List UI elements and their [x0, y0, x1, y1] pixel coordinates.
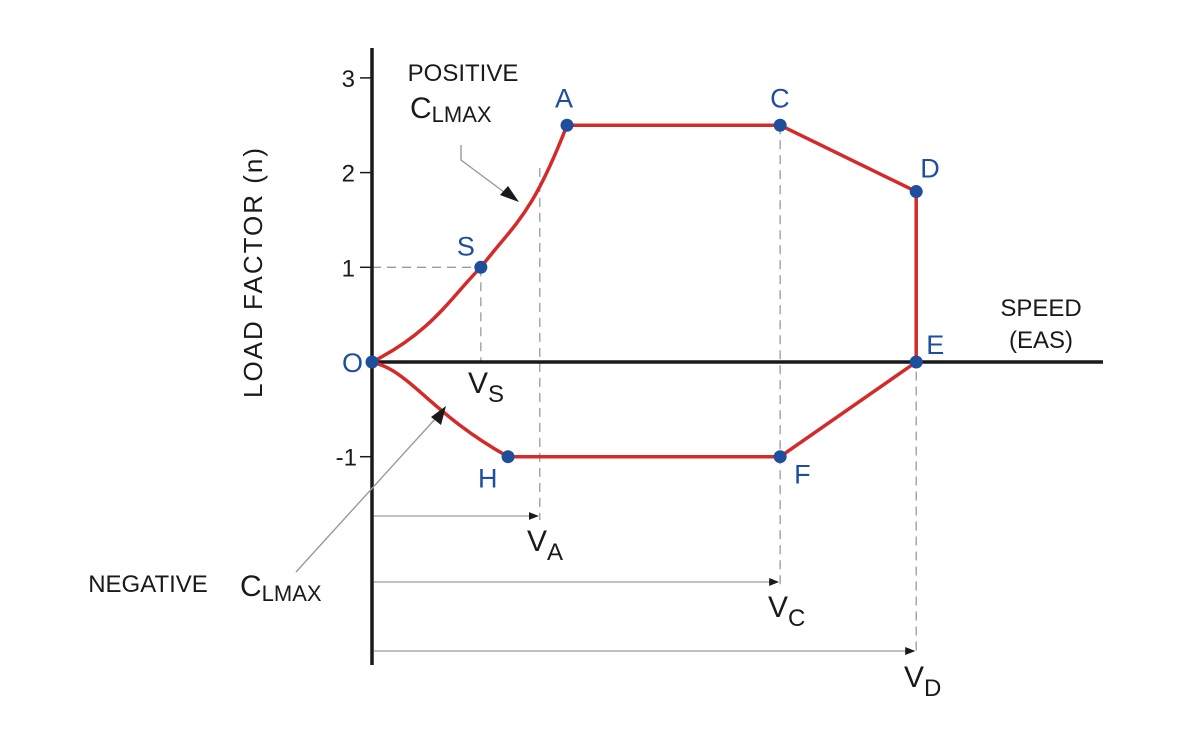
speed-dimension-arrows: [374, 512, 916, 655]
envelope-point-s: [474, 260, 488, 274]
envelope-point-o: [365, 355, 379, 369]
x-axis-label-line1: SPEED: [1000, 295, 1081, 322]
speed-label-d: VD: [904, 661, 941, 702]
point-label-d: D: [920, 154, 940, 184]
speed-label-main: V: [904, 661, 924, 694]
envelope-points: O S A C D E F H: [342, 83, 944, 493]
structural-limit-boundary: [506, 123, 918, 459]
speed-label-s: VS: [468, 367, 504, 408]
negative-clmax-main: C: [240, 570, 262, 603]
positive-annotation-label: POSITIVE: [408, 60, 519, 87]
speed-label-subscript: A: [547, 539, 563, 566]
speed-label-main: V: [527, 525, 547, 558]
envelope-point-c: [773, 118, 787, 132]
speed-label-subscript: C: [788, 605, 805, 632]
positive-clmax-leader: [460, 145, 509, 196]
envelope-point-d: [909, 185, 923, 199]
point-label-s: S: [457, 231, 475, 261]
negative-annotation-label: NEGATIVE: [88, 571, 208, 598]
speed-label-main: V: [468, 367, 488, 400]
positive-clmax-sub: LMAX: [432, 102, 492, 127]
speed-label-a: VA: [527, 525, 563, 566]
negative-stall-curve: [370, 360, 510, 459]
y-axis-label: LOAD FACTOR (n): [238, 146, 268, 398]
positive-clmax-arrowhead: [500, 186, 519, 202]
x-axis-label-line2: (EAS): [1009, 327, 1073, 354]
speed-label-main: V: [768, 591, 788, 624]
point-label-a: A: [555, 83, 573, 113]
speed-label-subscript: S: [488, 381, 504, 408]
positive-clmax-main: C: [410, 92, 432, 125]
point-label-e: E: [926, 330, 944, 360]
flight-envelope: [370, 123, 918, 459]
y-tick-label: 1: [342, 255, 355, 282]
y-tick-label: 3: [342, 66, 355, 93]
y-tick-label: -1: [336, 445, 357, 472]
negative-clmax-leader: [295, 417, 437, 573]
y-tick-label: 2: [342, 161, 355, 188]
speed-label-c: VC: [768, 591, 805, 632]
envelope-point-f: [773, 450, 787, 464]
negative-clmax-label: CLMAX: [240, 570, 322, 606]
speed-label-subscript: D: [924, 675, 941, 702]
positive-clmax-label: CLMAX: [410, 92, 492, 127]
point-label-c: C: [770, 83, 790, 113]
envelope-point-h: [501, 450, 515, 464]
y-ticks: 3 2 1 -1: [336, 66, 372, 472]
point-label-h: H: [478, 464, 498, 494]
point-label-f: F: [794, 460, 811, 490]
envelope-point-a: [560, 118, 574, 132]
point-label-o: O: [342, 348, 363, 378]
guide-lines: [372, 125, 917, 655]
negative-clmax-arrowhead: [431, 406, 446, 425]
negative-clmax-sub: LMAX: [262, 581, 322, 606]
envelope-point-e: [909, 355, 923, 369]
